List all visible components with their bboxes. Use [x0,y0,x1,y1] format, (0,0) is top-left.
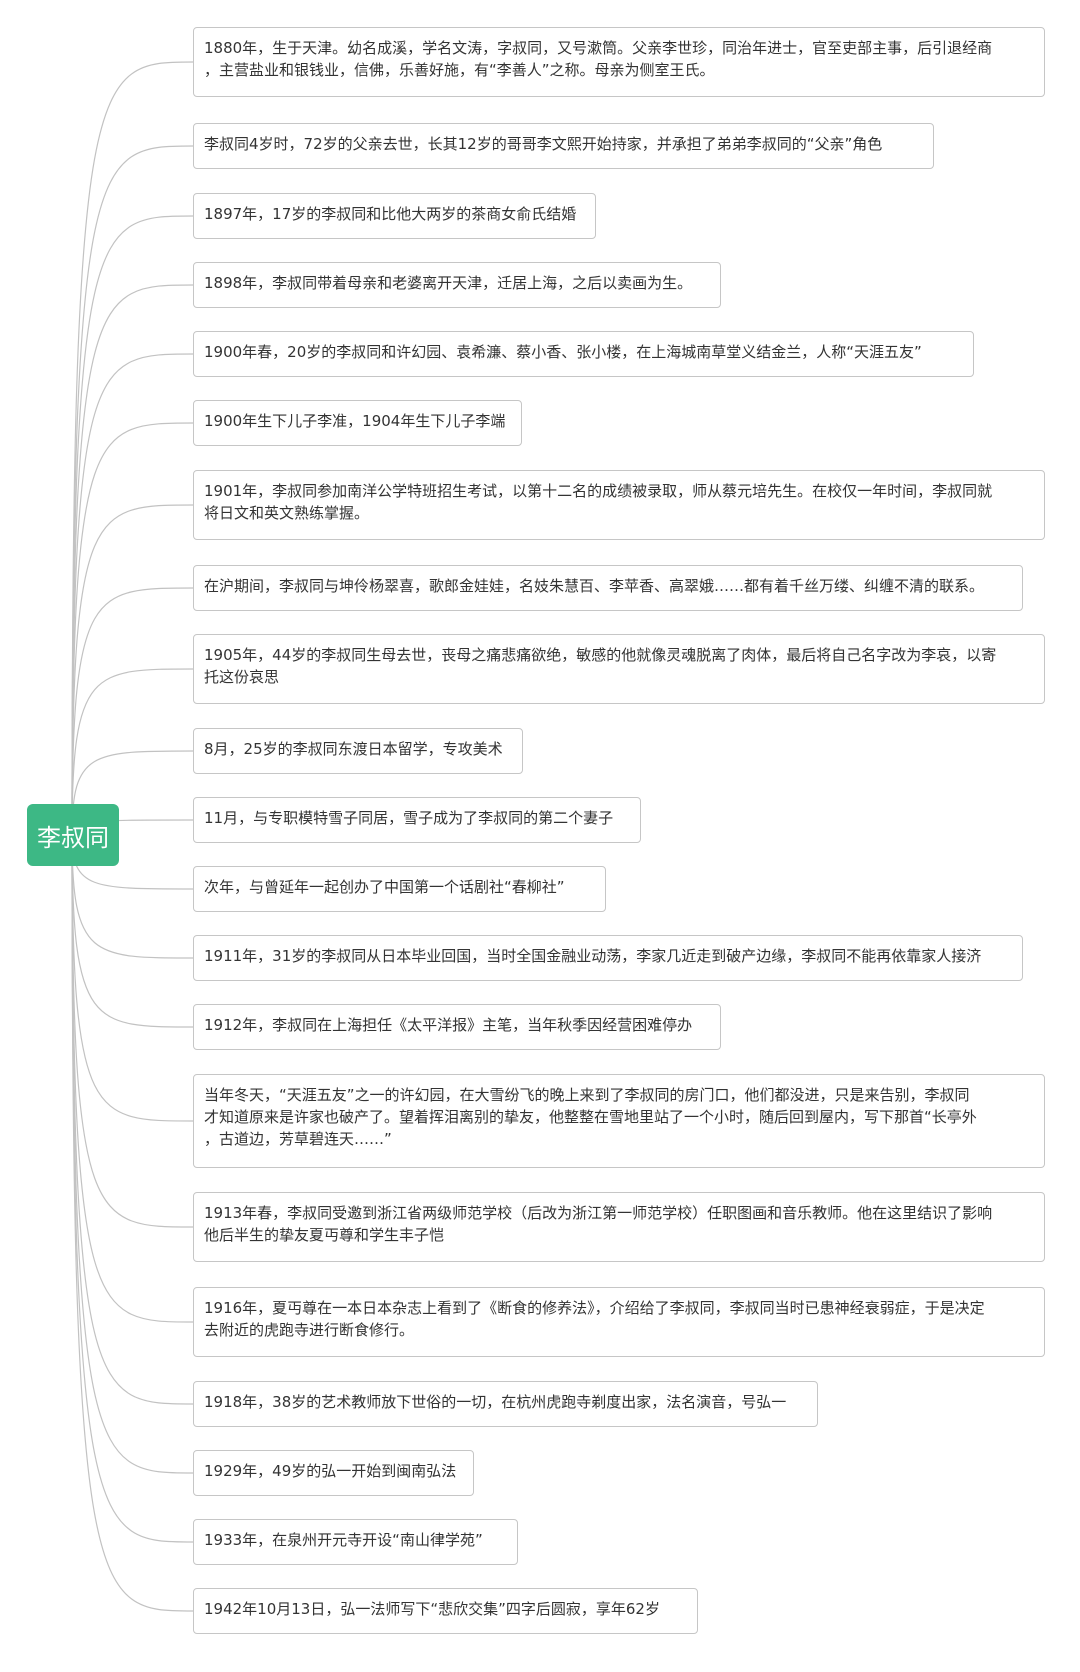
branch-text: 1905年，44岁的李叔同生母去世，丧母之痛悲痛欲绝，敏感的他就像灵魂脱离了肉体… [204,646,997,686]
branch-node[interactable]: 1916年，夏丏尊在一本日本杂志上看到了《断食的修养法》，介绍给了李叔同，李叔同… [193,1287,1045,1357]
connector-line [71,668,194,836]
branch-text: 1933年，在泉州开元寺开设“南山律学苑” [204,1531,483,1549]
branch-node[interactable]: 1912年，李叔同在上海担任《太平洋报》主笔，当年秋季因经营困难停办 [193,1004,721,1050]
branch-text: 1918年，38岁的艺术教师放下世俗的一切，在杭州虎跑寺剃度出家，法名演音，号弘… [204,1393,787,1411]
branch-node[interactable]: 次年，与曾延年一起创办了中国第一个话剧社“春柳社” [193,866,606,912]
connector-line [71,834,194,1612]
branch-text: 1901年，李叔同参加南洋公学特班招生考试，以第十二名的成绩被录取，师从蔡元培先… [204,482,993,522]
branch-text: 1913年春，李叔同受邀到浙江省两级师范学校（后改为浙江第一师范学校）任职图画和… [204,1204,993,1244]
branch-text: 11月，与专职模特雪子同居，雪子成为了李叔同的第二个妻子 [204,809,614,827]
branch-node[interactable]: 李叔同4岁时，72岁的父亲去世，长其12岁的哥哥李文熙开始持家，并承担了弟弟李叔… [193,123,934,169]
connector-line [71,215,194,836]
connector-line [71,422,194,836]
connector-line [71,834,194,1028]
connector-line [71,834,194,1543]
branch-node[interactable]: 1911年，31岁的李叔同从日本毕业回国，当时全国金融业动荡，李家几近走到破产边… [193,935,1023,981]
branch-node[interactable]: 1913年春，李叔同受邀到浙江省两级师范学校（后改为浙江第一师范学校）任职图画和… [193,1192,1045,1262]
branch-node[interactable]: 11月，与专职模特雪子同居，雪子成为了李叔同的第二个妻子 [193,797,641,843]
connector-line [71,353,194,836]
branch-text: 次年，与曾延年一起创办了中国第一个话剧社“春柳社” [204,878,565,896]
branch-node[interactable]: 1918年，38岁的艺术教师放下世俗的一切，在杭州虎跑寺剃度出家，法名演音，号弘… [193,1381,818,1427]
branch-text: 在沪期间，李叔同与坤伶杨翠喜，歌郎金娃娃，名妓朱慧百、李苹香、高翠娥……都有着千… [204,577,985,595]
branch-node[interactable]: 1880年，生于天津。幼名成溪，学名文涛，字叔同，又号漱筒。父亲李世珍，同治年进… [193,27,1045,97]
root-topic-label: 李叔同 [37,823,109,852]
branch-node[interactable]: 1898年，李叔同带着母亲和老婆离开天津，迁居上海，之后以卖画为生。 [193,262,721,308]
root-topic[interactable]: 李叔同 [27,804,119,866]
branch-node[interactable]: 在沪期间，李叔同与坤伶杨翠喜，歌郎金娃娃，名妓朱慧百、李苹香、高翠娥……都有着千… [193,565,1023,611]
branch-text: 1897年，17岁的李叔同和比他大两岁的茶商女俞氏结婚 [204,205,577,223]
branch-text: 1880年，生于天津。幼名成溪，学名文涛，字叔同，又号漱筒。父亲李世珍，同治年进… [204,39,993,79]
branch-node[interactable]: 1900年春，20岁的李叔同和许幻园、袁希濂、蔡小香、张小楼，在上海城南草堂义结… [193,331,974,377]
branch-node[interactable]: 8月，25岁的李叔同东渡日本留学，专攻美术 [193,728,523,774]
branch-text: 当年冬天，“天涯五友”之一的许幻园，在大雪纷飞的晚上来到了李叔同的房门口，他们都… [204,1086,977,1148]
branch-text: 8月，25岁的李叔同东渡日本留学，专攻美术 [204,740,503,758]
branch-node[interactable]: 1901年，李叔同参加南洋公学特班招生考试，以第十二名的成绩被录取，师从蔡元培先… [193,470,1045,540]
connector-line [71,61,194,836]
connector-line [71,834,194,1228]
branch-text: 1898年，李叔同带着母亲和老婆离开天津，迁居上海，之后以卖画为生。 [204,274,693,292]
connector-line [71,504,194,836]
branch-text: 1912年，李叔同在上海担任《太平洋报》主笔，当年秋季因经营困难停办 [204,1016,693,1034]
branch-text: 1900年春，20岁的李叔同和许幻园、袁希濂、蔡小香、张小楼，在上海城南草堂义结… [204,343,922,361]
branch-node[interactable]: 1905年，44岁的李叔同生母去世，丧母之痛悲痛欲绝，敏感的他就像灵魂脱离了肉体… [193,634,1045,704]
branch-node[interactable]: 1929年，49岁的弘一开始到闽南弘法 [193,1450,474,1496]
branch-text: 1911年，31岁的李叔同从日本毕业回国，当时全国金融业动荡，李家几近走到破产边… [204,947,982,965]
branch-node[interactable]: 1933年，在泉州开元寺开设“南山律学苑” [193,1519,518,1565]
branch-text: 1929年，49岁的弘一开始到闽南弘法 [204,1462,457,1480]
connector-line [71,587,194,836]
branch-node[interactable]: 1942年10月13日，弘一法师写下“悲欣交集”四字后圆寂，享年62岁 [193,1588,698,1634]
branch-node[interactable]: 1900年生下儿子李准，1904年生下儿子李端 [193,400,522,446]
branch-text: 李叔同4岁时，72岁的父亲去世，长其12岁的哥哥李文熙开始持家，并承担了弟弟李叔… [204,135,883,153]
connector-line [71,834,194,1405]
branch-text: 1942年10月13日，弘一法师写下“悲欣交集”四字后圆寂，享年62岁 [204,1600,660,1618]
branch-text: 1900年生下儿子李准，1904年生下儿子李端 [204,412,506,430]
connector-line [71,834,194,959]
branch-node[interactable]: 1897年，17岁的李叔同和比他大两岁的茶商女俞氏结婚 [193,193,596,239]
connector-line [71,834,194,1474]
connector-line [71,834,194,1122]
connector-line [71,834,194,1323]
branch-node[interactable]: 当年冬天，“天涯五友”之一的许幻园，在大雪纷飞的晚上来到了李叔同的房门口，他们都… [193,1074,1045,1168]
branch-text: 1916年，夏丏尊在一本日本杂志上看到了《断食的修养法》，介绍给了李叔同，李叔同… [204,1299,985,1339]
